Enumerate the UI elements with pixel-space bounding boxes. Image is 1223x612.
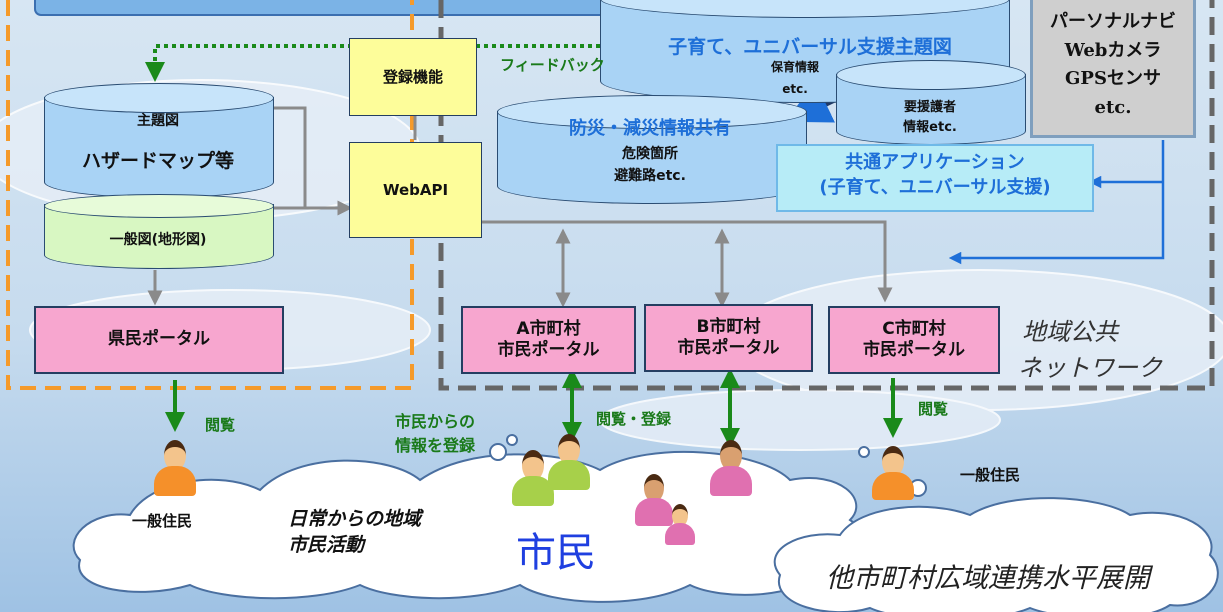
c-portal-line1: C市町村 bbox=[882, 318, 946, 339]
devices-line3: GPSセンサ bbox=[1065, 68, 1161, 89]
citizen-info-line2: 情報を登録 bbox=[395, 436, 476, 455]
theme-map-cylinder bbox=[44, 83, 274, 203]
resident-avatar-right bbox=[868, 444, 918, 502]
top-banner bbox=[34, 0, 616, 16]
network-label-line1: 地域公共 bbox=[1022, 318, 1118, 346]
c-portal-box: C市町村 市民ポータル bbox=[828, 306, 1000, 374]
browse-label-right: 閲覧 bbox=[918, 400, 949, 418]
resident-label-left: 一般住民 bbox=[132, 512, 193, 530]
disaster-title: 防災・減災情報共有 bbox=[569, 118, 731, 139]
theme-map-label: 主題図 bbox=[137, 113, 179, 129]
citizen-avatar-2 bbox=[544, 432, 594, 492]
general-map-cylinder bbox=[44, 194, 274, 274]
citizen-avatar-4 bbox=[662, 502, 698, 546]
c-portal-line2: 市民ポータル bbox=[863, 340, 965, 360]
daily-activity-line1: 日常からの地域 bbox=[288, 508, 422, 530]
a-portal-line1: A市町村 bbox=[516, 318, 581, 339]
expansion-cloud bbox=[773, 497, 1219, 612]
common-app-line1: 共通アプリケーション bbox=[845, 152, 1025, 173]
devices-line4: etc. bbox=[1094, 96, 1132, 118]
devices-to-app-line bbox=[948, 140, 1165, 265]
common-app-box: 共通アプリケーション (子育て、ユニバーサル支援) bbox=[776, 144, 1094, 212]
resident-label-right: 一般住民 bbox=[960, 466, 1021, 484]
hazard-map-label: ハザードマップ等 bbox=[81, 150, 234, 172]
b-portal-box: B市町村 市民ポータル bbox=[644, 304, 813, 372]
register-function-box: 登録機能 bbox=[349, 38, 477, 116]
bubble-dots bbox=[489, 434, 927, 497]
network-label-line2: ネットワーク bbox=[1018, 354, 1162, 382]
webapi-label: WebAPI bbox=[382, 180, 449, 199]
needs-support-cylinder bbox=[836, 60, 1026, 150]
expansion-label: 他市町村広域連携水平展開 bbox=[826, 563, 1150, 594]
citizen-avatar-3 bbox=[632, 472, 676, 528]
childcare-info-line1: 保育情報 bbox=[770, 60, 819, 74]
a-portal-box: A市町村 市民ポータル bbox=[461, 306, 636, 374]
citizens-label: 市民 bbox=[516, 530, 596, 576]
a-portal-line2: 市民ポータル bbox=[497, 340, 600, 360]
citizen-avatar-5 bbox=[706, 438, 756, 498]
devices-line1: パーソナルナビ bbox=[1050, 11, 1176, 32]
disaster-line1: 危険箇所 bbox=[622, 146, 678, 162]
common-app-line2: (子育て、ユニバーサル支援) bbox=[819, 176, 1051, 198]
needs-support-line2: 情報etc. bbox=[903, 120, 957, 135]
devices-line2: Webカメラ bbox=[1064, 39, 1162, 61]
prefecture-portal-box: 県民ポータル bbox=[34, 306, 284, 374]
map-to-webapi-line bbox=[272, 106, 307, 210]
general-map-label: 一般図(地形図) bbox=[109, 232, 207, 248]
webapi-box: WebAPI bbox=[349, 142, 482, 238]
webapi-bus-line bbox=[480, 220, 893, 303]
disaster-cylinder bbox=[497, 95, 807, 210]
browse-label-left: 閲覧 bbox=[205, 416, 236, 434]
browse-register-label: 閲覧・登録 bbox=[596, 410, 672, 428]
childcare-info-line2: etc. bbox=[782, 82, 808, 96]
prefecture-portal-label: 県民ポータル bbox=[108, 329, 210, 350]
b-portal-line1: B市町村 bbox=[696, 316, 761, 337]
resident-avatar-left bbox=[150, 438, 200, 498]
citizen-info-line1: 市民からの bbox=[395, 412, 476, 431]
daily-activity-line2: 市民活動 bbox=[288, 534, 365, 556]
citizen-clouds bbox=[72, 450, 866, 603]
childcare-cylinder-label: 子育て、ユニバーサル支援主題図 bbox=[668, 36, 952, 58]
devices-box: パーソナルナビ Webカメラ GPSセンサ etc. bbox=[1030, 0, 1196, 138]
b-portal-line2: 市民ポータル bbox=[677, 338, 780, 358]
disaster-line2: 避難路etc. bbox=[614, 168, 686, 184]
register-function-label: 登録機能 bbox=[382, 67, 443, 86]
feedback-label: フィードバック bbox=[500, 56, 605, 74]
needs-support-line1: 要援護者 bbox=[903, 100, 956, 115]
citizen-avatar-1 bbox=[508, 448, 558, 508]
